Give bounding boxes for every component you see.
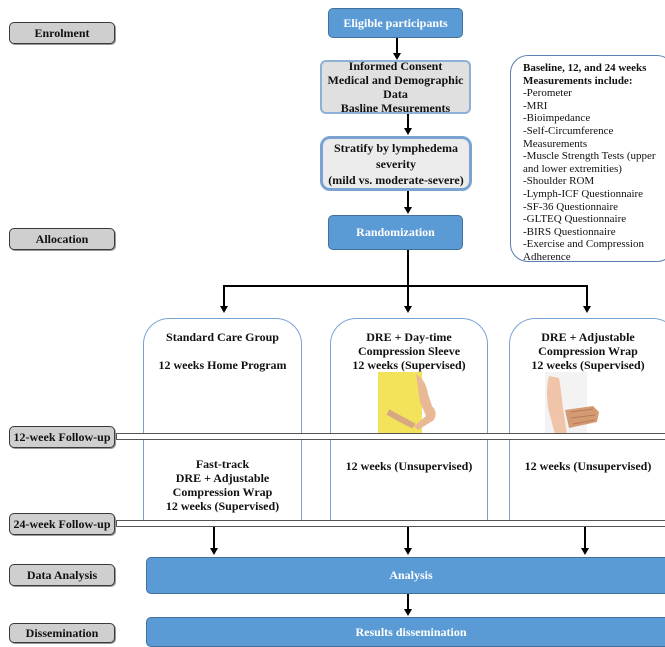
arrow-line [407,191,409,208]
stratify-box: Stratify by lymphedema severity (mild vs… [320,136,472,191]
arrow-head [393,53,401,60]
randomization-label: Randomization [356,225,435,239]
measurement-item: -Perometer [523,87,572,100]
compression-sleeve-image [378,372,436,434]
eligible-participants-box: Eligible participants [328,8,463,38]
group-title: Standard Care Group [166,330,279,344]
measurement-item: -Exercise and Compression [523,238,644,251]
informed-consent-box: Informed Consent Medical and Demographic… [320,59,471,115]
analysis-label: Analysis [389,568,433,582]
branch-line [407,285,409,307]
group-title: DRE + Day-time [366,330,452,344]
group-program: 12 weeks (Supervised) [531,358,645,372]
group-standard-care [143,318,302,521]
group-bottom-line: 12 weeks (Unsupervised) [524,459,652,473]
stage-followup-24-label: 24-week Follow-up [13,516,111,531]
stratify-line-2: (mild vs. moderate-severe) [328,172,464,187]
measurement-item: -GLTEQ Questionnaire [523,213,627,226]
group-standard-care-bottom: Fast-track DRE + Adjustable Compression … [143,457,302,513]
measurement-item: -Muscle Strength Tests (upper [523,150,656,163]
arrow-head [404,128,412,135]
measurement-item: Measurements [523,137,588,150]
consent-line-1: Informed Consent [348,59,443,73]
group-bottom-line: Compression Wrap [172,485,273,499]
stage-allocation-label: Allocation [35,231,89,246]
measurement-item: -SF-36 Questionnaire [523,200,619,213]
compression-wrap-image [545,372,599,434]
group-wrap-top: DRE + Adjustable Compression Wrap 12 wee… [509,330,665,372]
arrow-head [581,548,589,555]
group-title: Compression Wrap [538,344,638,358]
branch-line [223,285,225,307]
arrow-head [404,306,412,313]
arrow-head [404,207,412,214]
consent-line-3: Basline Mesurements [340,101,451,115]
stage-followup-24: 24-week Follow-up [9,513,115,535]
group-title: Compression Sleeve [357,344,461,358]
group-bottom-line: 12 weeks (Supervised) [165,499,280,513]
stage-allocation: Allocation [9,228,115,250]
consent-line-2: Medical and Demographic Data [327,73,464,101]
arrow-line [584,527,586,549]
stage-dissemination: Dissemination [9,623,115,643]
measurement-item: -Lymph-ICF Questionnaire [523,187,644,200]
stage-followup-12: 12-week Follow-up [9,426,115,448]
hand [386,409,416,429]
stage-enrolment: Enrolment [9,22,115,44]
stratify-line-1: Stratify by lymphedema severity [334,140,458,171]
stage-followup-12-label: 12-week Follow-up [13,429,111,444]
group-bottom-line: 12 weeks (Unsupervised) [345,459,473,473]
arrow-line [407,114,409,129]
sleeved-arm [414,374,436,430]
eligible-participants-label: Eligible participants [343,15,448,30]
group-title: DRE + Adjustable [541,330,635,344]
stage-data-analysis: Data Analysis [9,564,115,586]
group-sleeve-bottom: 12 weeks (Unsupervised) [330,459,488,473]
results-dissemination-label: Results dissemination [355,624,467,639]
group-program: 12 weeks (Supervised) [352,358,466,372]
arrow-head [583,306,591,313]
arrow-head [404,609,412,616]
arrow-line [407,594,409,610]
arrow-line [213,527,215,549]
followup-12-bar [116,433,665,440]
arrow-head [210,548,218,555]
arrow-line [396,38,398,54]
measurement-item: and lower extremities) [523,162,622,175]
group-bottom-line: Fast-track [195,457,250,471]
arrow-line [407,527,409,549]
stage-enrolment-label: Enrolment [34,25,90,40]
measurements-header-2: Measurements include: [523,74,633,87]
measurements-header-1: Baseline, 12, and 24 weeks [523,62,647,74]
group-sleeve-top: DRE + Day-time Compression Sleeve 12 wee… [330,330,488,372]
wrap-straps [570,408,596,425]
stage-dissemination-label: Dissemination [25,625,99,640]
results-dissemination-box: Results dissemination [146,617,665,647]
group-program: 12 weeks Home Program [158,358,287,372]
yellow-shirt [378,372,422,434]
branch-line [223,285,587,287]
branch-line [586,285,588,307]
group-bottom-line: DRE + Adjustable [175,471,270,485]
group-standard-care-top: Standard Care Group 12 weeks Home Progra… [143,330,302,372]
arrow-head [220,306,228,313]
stage-data-analysis-label: Data Analysis [26,567,98,582]
arrow-head [404,548,412,555]
measurement-item: -Bioimpedance [523,112,591,125]
measurement-item: -MRI [523,99,548,112]
followup-24-bar [116,520,665,527]
measurements-box: Baseline, 12, and 24 weeks Measurements … [510,55,665,263]
measurement-item: -Self-Circumference [523,124,614,137]
measurement-item: -BIRS Questionnaire [523,225,616,238]
randomization-box: Randomization [328,215,463,250]
branch-line [407,250,409,285]
measurement-item: Adherence [523,250,571,263]
analysis-box: Analysis [146,557,665,594]
group-wrap-bottom: 12 weeks (Unsupervised) [509,459,665,473]
bare-arm [547,376,567,434]
measurement-item: -Shoulder ROM [523,175,595,188]
